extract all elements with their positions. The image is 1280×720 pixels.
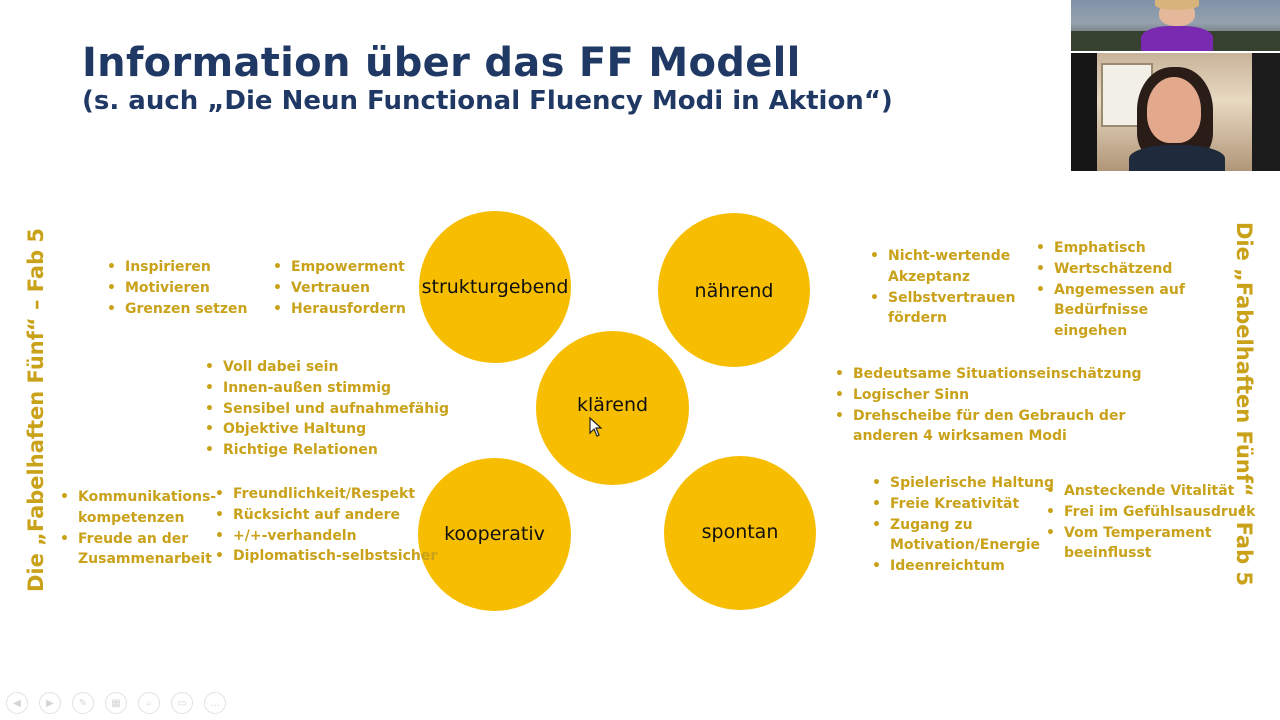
list-item-continued: Zusammenarbeit [78,551,212,568]
circle-label-naehrend: nährend [694,280,774,302]
list-item: Empowerment [273,257,406,278]
list-item: Nicht-wertende [870,246,1015,267]
list-item: Innen-außen stimmig [205,378,449,399]
list-item: Drehscheibe für den Gebrauch der [835,406,1142,427]
slides-icon[interactable]: ▦ [105,692,127,714]
side-label-left: Die „Fabelhaften Fünf“ – Fab 5 [24,227,48,592]
list-strukturgebend-a: Inspirieren Motivieren Grenzen setzen [107,257,247,319]
list-item: Spielerische Haltung [872,473,1054,494]
list-item: Logischer Sinn [835,385,1142,406]
list-item: Selbstvertrauen [870,288,1015,309]
circle-label-spontan: spontan [701,521,779,543]
list-item-continued: Bedürfnisse [1054,302,1149,319]
list-item-continued: fördern [888,310,948,327]
slide-subtitle: (s. auch „Die Neun Functional Fluency Mo… [82,86,893,116]
list-item-continued: anderen 4 wirksamen Modi [853,428,1067,445]
list-item-continued: eingehen [1054,323,1128,340]
circle-label-strukturgebend: strukturgebend [421,276,569,298]
list-item: Motivieren [107,278,247,299]
list-item-continued: kompetenzen [78,509,185,526]
video-background [1252,53,1280,171]
circle-naehrend: nährend [658,213,810,367]
pen-icon[interactable]: ✎ [72,692,94,714]
circle-spontan: spontan [664,456,816,610]
participant-hair [1155,0,1199,10]
list-item: Objektive Haltung [205,419,449,440]
list-spontan-b: Ansteckende Vitalität Frei im Gefühlsaus… [1046,481,1255,564]
list-item: Freie Kreativität [872,494,1054,515]
circle-label-kooperativ: kooperativ [444,522,545,545]
list-naehrend-a: Nicht-wertende Akzeptanz Selbstvertrauen… [870,246,1015,329]
list-item: Angemessen auf [1036,280,1185,301]
list-item: Herausfordern [273,299,406,320]
list-item: Rücksicht auf andere [215,505,437,526]
list-klaerend-left: Voll dabei sein Innen-außen stimmig Sens… [205,357,449,461]
list-item: Freundlichkeit/Respekt [215,484,437,505]
list-item: Vom Temperament [1046,523,1255,544]
slide-title: Information über das FF Modell [82,40,801,86]
list-item: Wertschätzend [1036,259,1185,280]
participant-face [1147,77,1201,143]
list-spontan-a: Spielerische Haltung Freie Kreativität Z… [872,473,1054,577]
list-item: Ansteckende Vitalität [1046,481,1255,502]
list-item-continued: Motivation/Energie [890,537,1041,554]
zoom-icon[interactable]: ⌕ [138,692,160,714]
list-item: Vertrauen [273,278,406,299]
participant-video-1[interactable] [1071,0,1280,51]
list-item: Kommunikations- [60,487,216,508]
list-item: Richtige Relationen [205,440,449,461]
more-icon[interactable]: … [204,692,226,714]
video-background [1071,53,1097,171]
circle-kooperativ: kooperativ [418,458,571,611]
video-background [1101,63,1153,127]
list-strukturgebend-b: Empowerment Vertrauen Herausfordern [273,257,406,319]
list-item: Inspirieren [107,257,247,278]
mouse-cursor-icon [589,417,603,437]
presentation-toolbar: ◀ ▶ ✎ ▦ ⌕ ▭ … [6,692,226,714]
participant-figure [1141,26,1213,51]
participant-video-2[interactable] [1071,53,1280,171]
list-item: Ideenreichtum [872,556,1054,577]
list-kooperativ-b: Freundlichkeit/Respekt Rücksicht auf and… [215,484,437,567]
list-item: Zugang zu [872,515,1054,536]
participant-figure [1129,145,1225,171]
list-item: Freude an der [60,529,216,550]
subtitles-icon[interactable]: ▭ [171,692,193,714]
list-item: Emphatisch [1036,238,1185,259]
list-naehrend-b: Emphatisch Wertschätzend Angemessen auf … [1036,238,1185,342]
circle-klaerend: klärend [536,331,689,485]
list-item: Frei im Gefühlsausdruck [1046,502,1255,523]
list-item-continued: Akzeptanz [888,268,971,285]
list-item: Grenzen setzen [107,299,247,320]
circle-strukturgebend: strukturgebend [419,211,571,363]
list-kooperativ-a: Kommunikations- kompetenzen Freude an de… [60,487,216,570]
list-klaerend-right: Bedeutsame Situationseinschätzung Logisc… [835,364,1142,447]
list-item: Voll dabei sein [205,357,449,378]
next-icon[interactable]: ▶ [39,692,61,714]
list-item: +/+-verhandeln [215,526,437,547]
circle-label-klaerend: klärend [576,394,649,416]
list-item-continued: beeinflusst [1064,545,1152,562]
list-item: Diplomatisch-selbstsicher [215,546,437,567]
list-item: Sensibel und aufnahmefähig [205,399,449,420]
prev-icon[interactable]: ◀ [6,692,28,714]
list-item: Bedeutsame Situationseinschätzung [835,364,1142,385]
